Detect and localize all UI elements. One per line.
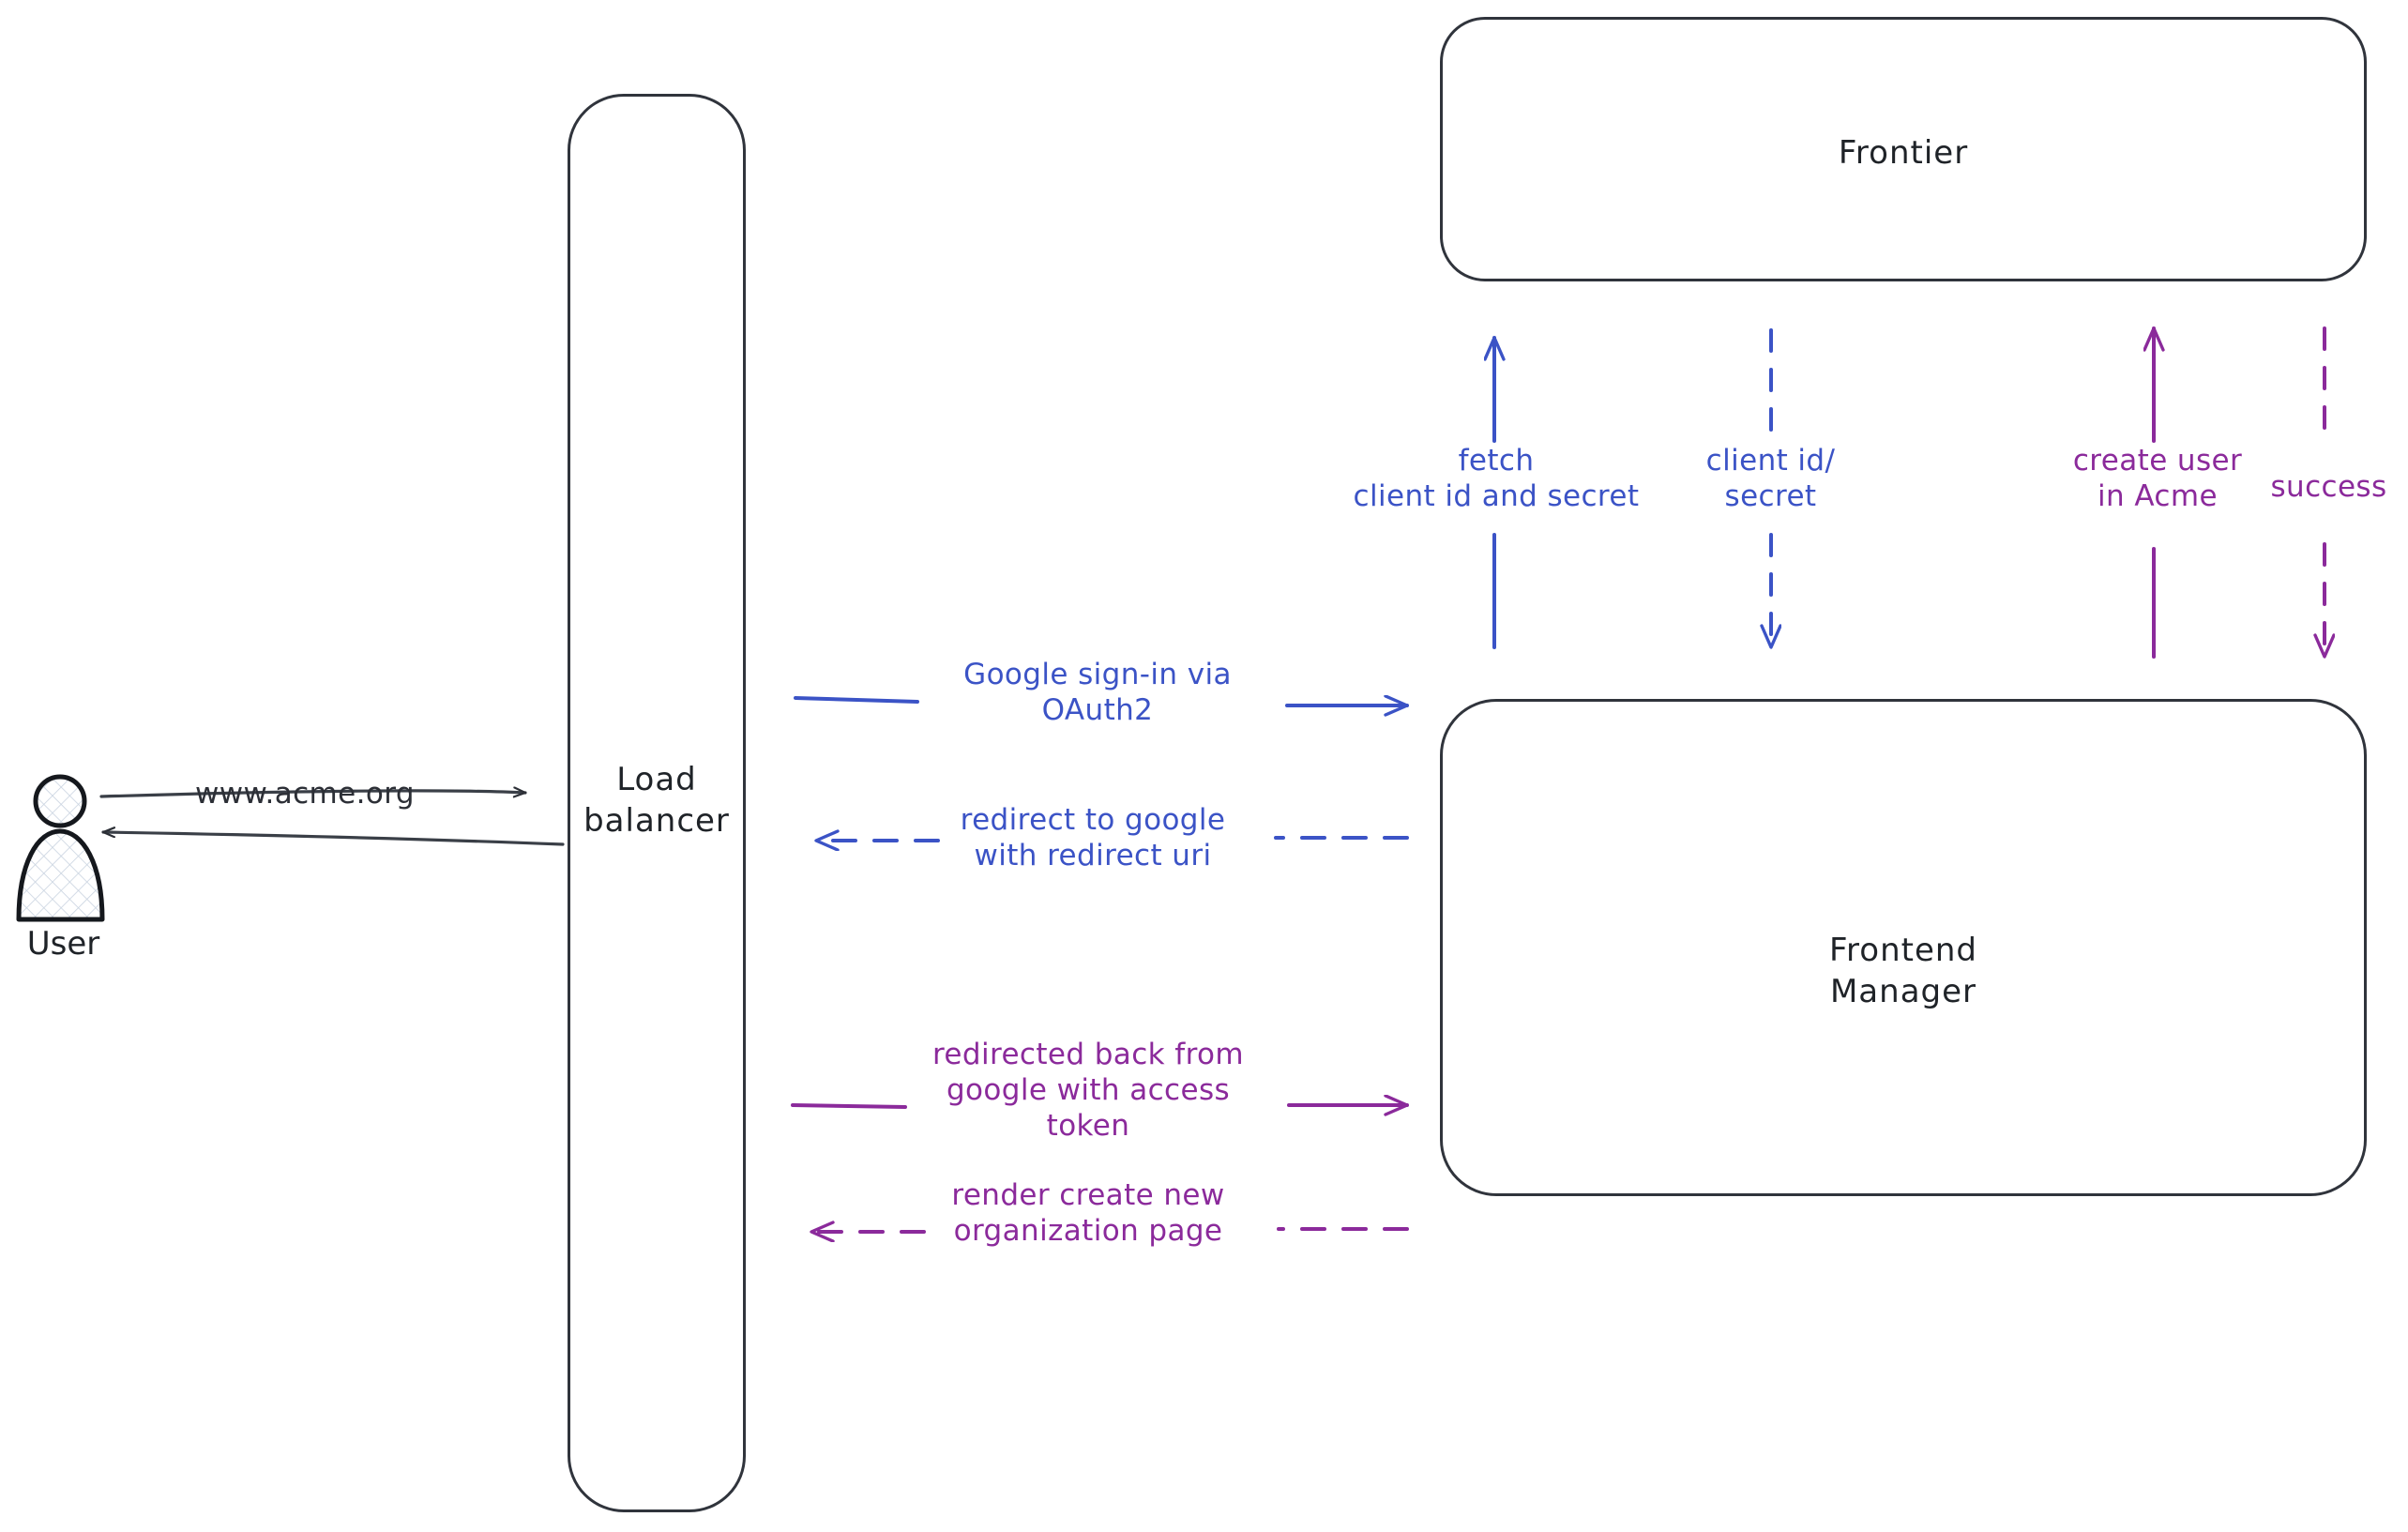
edge-label-client-id-secret: client id/ secret	[1705, 444, 1836, 513]
node-load-balancer-label: Load balancer	[583, 761, 730, 840]
node-frontend-manager[interactable]: Frontend Manager	[1440, 699, 2367, 1196]
edge-label-render-org-page: render create new organization page	[951, 1178, 1225, 1248]
edge-label-redirected-back: redirected back from google with access …	[931, 1038, 1245, 1143]
node-frontend-manager-label: Frontend Manager	[1828, 932, 1978, 1010]
edge-load-balancer-to-user	[101, 832, 565, 846]
node-frontier[interactable]: Frontier	[1440, 17, 2367, 281]
edge-label-redirect-to-google: redirect to google with redirect uri	[960, 803, 1226, 872]
node-frontier-label: Frontier	[1838, 134, 1969, 172]
edge-label-fetch-client-id: fetch client id and secret	[1353, 444, 1640, 513]
edge-label-google-signin: Google sign-in via OAuth2	[963, 658, 1232, 727]
edge-label-user-to-load-balancer: www.acme.org	[195, 777, 415, 811]
user-person-icon	[16, 774, 105, 922]
actor-user-label: User	[26, 925, 100, 963]
node-load-balancer[interactable]: Load balancer	[568, 94, 746, 1512]
edge-label-create-user: create user in Acme	[2072, 444, 2243, 513]
actor-user[interactable]: User	[9, 769, 131, 985]
edge-label-success: success	[2270, 470, 2387, 504]
